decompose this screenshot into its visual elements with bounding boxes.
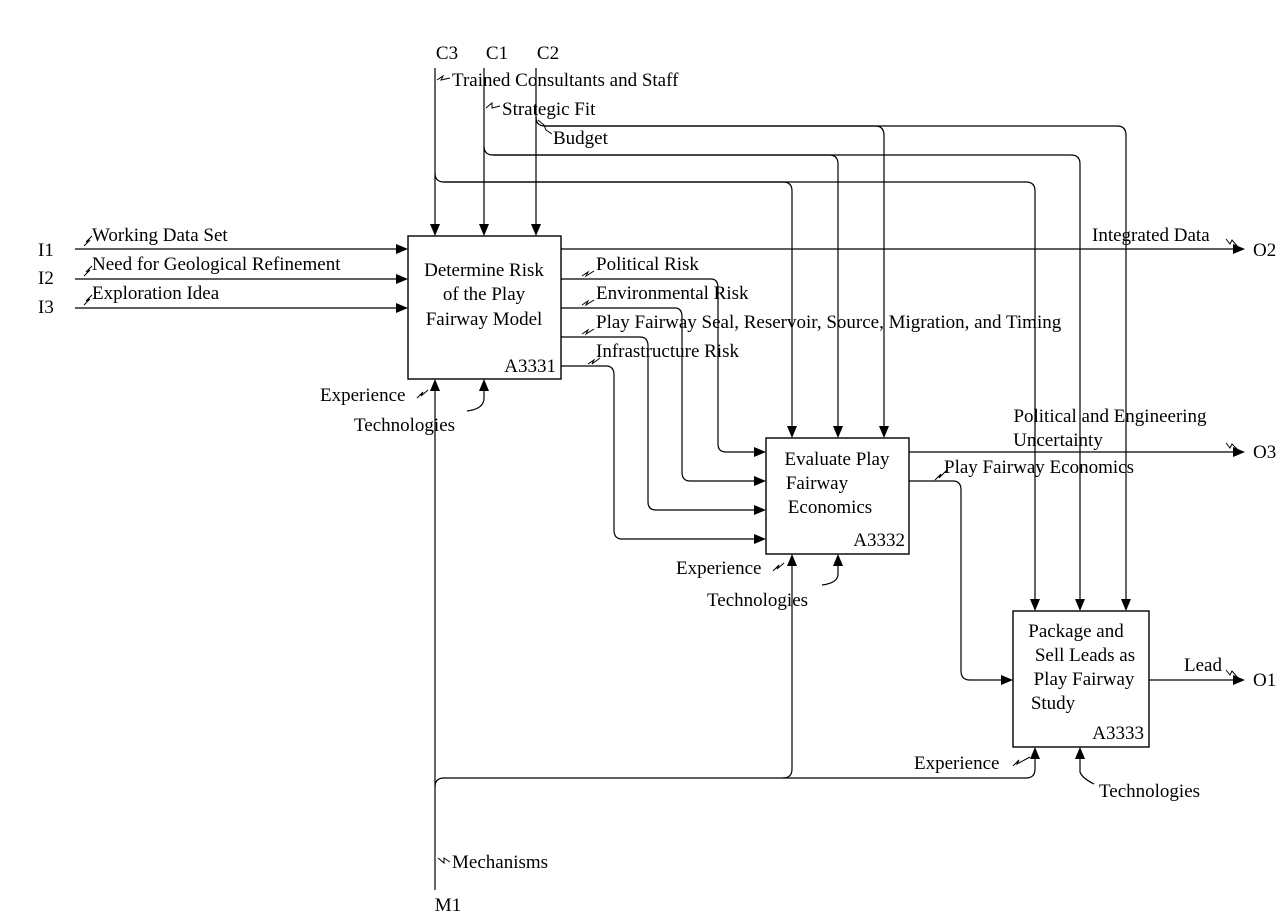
label-experience-a3333: Experience xyxy=(914,753,999,774)
box-a3331-title-line-2: of the Play xyxy=(443,284,526,305)
output-arrow-lead[interactable]: Lead O1 xyxy=(1149,655,1276,691)
boundary-code-i1: I1 xyxy=(38,240,54,261)
input-arrow-working-data-set[interactable]: I1 Working Data Set xyxy=(38,225,408,261)
output-arrow-political-and-engineering-uncertainty[interactable]: Political and Engineering Uncertainty O3 xyxy=(909,406,1276,463)
arrow-political-risk[interactable]: Political Risk xyxy=(561,254,766,457)
box-a3333-title-line-4: Study xyxy=(1031,693,1076,714)
mechanism-arrow-experience[interactable]: Experience Experience Experience xyxy=(320,385,1031,774)
box-a3332-number: A3332 xyxy=(853,530,905,551)
output-arrow-integrated-data[interactable]: Integrated Data O2 xyxy=(561,225,1276,261)
arrow-play-fairway-seal-reservoir-source-migration-timing[interactable]: Play Fairway Seal, Reservoir, Source, Mi… xyxy=(561,312,1062,515)
boundary-code-c1: C1 xyxy=(486,43,508,64)
boundary-code-i3: I3 xyxy=(38,297,54,318)
boundary-code-o1: O1 xyxy=(1253,670,1276,691)
label-technologies-a3333: Technologies xyxy=(1099,781,1200,802)
boundary-code-o3: O3 xyxy=(1253,442,1276,463)
box-a3332-title-line-2: Fairway xyxy=(786,473,849,494)
label-technologies-a3331: Technologies xyxy=(354,415,455,436)
activity-box-a3333[interactable]: Package and Sell Leads as Play Fairway S… xyxy=(1012,610,1150,748)
box-a3332-title-line-1: Evaluate Play xyxy=(785,449,890,470)
label-experience-a3332: Experience xyxy=(676,558,761,579)
box-a3331-number: A3331 xyxy=(504,356,556,377)
label-need-for-geological-refinement: Need for Geological Refinement xyxy=(92,254,341,275)
box-a3331-title-line-1: Determine Risk xyxy=(424,260,544,281)
control-arrow-strategic-fit[interactable]: C1 Strategic Fit xyxy=(479,43,1085,611)
boundary-code-c3: C3 xyxy=(436,43,458,64)
label-play-fairway-economics: Play Fairway Economics xyxy=(944,457,1134,478)
label-technologies-a3332: Technologies xyxy=(707,590,808,611)
box-a3332-title-line-3: Economics xyxy=(788,497,872,518)
box-a3333-title-line-2: Sell Leads as xyxy=(1035,645,1135,666)
label-budget: Budget xyxy=(553,128,609,149)
activity-box-a3332[interactable]: Evaluate Play Fairway Economics A3332 xyxy=(765,437,910,555)
arrow-environmental-risk[interactable]: Environmental Risk xyxy=(561,283,766,486)
label-strategic-fit: Strategic Fit xyxy=(502,99,596,120)
label-play-fairway-seal-reservoir-source-migration-timing: Play Fairway Seal, Reservoir, Source, Mi… xyxy=(596,312,1062,333)
boundary-code-c2: C2 xyxy=(537,43,559,64)
label-exploration-idea: Exploration Idea xyxy=(92,283,220,304)
arrow-play-fairway-economics[interactable]: Play Fairway Economics xyxy=(909,457,1134,685)
label-experience-a3331: Experience xyxy=(320,385,405,406)
control-arrow-trained-consultants-and-staff[interactable]: C3 Trained Consultants and Staff xyxy=(430,43,1040,611)
label-mechanisms: Mechanisms xyxy=(452,852,548,873)
activity-box-a3331[interactable]: Determine Risk of the Play Fairway Model… xyxy=(407,235,562,380)
input-arrow-need-for-geological-refinement[interactable]: I2 Need for Geological Refinement xyxy=(38,254,408,289)
boundary-code-o2: O2 xyxy=(1253,240,1276,261)
label-political-and-engineering-uncertainty-line-1: Political and Engineering xyxy=(1013,406,1207,427)
label-integrated-data: Integrated Data xyxy=(1092,225,1210,246)
mechanism-arrow-mechanisms[interactable]: Mechanisms M1 xyxy=(430,379,1040,916)
box-a3333-title-line-1: Package and xyxy=(1028,621,1124,642)
label-environmental-risk: Environmental Risk xyxy=(596,283,749,304)
label-working-data-set: Working Data Set xyxy=(92,225,228,246)
arrow-infrastructure-risk[interactable]: Infrastructure Risk xyxy=(561,341,766,544)
label-infrastructure-risk: Infrastructure Risk xyxy=(596,341,739,362)
mechanism-arrow-technologies[interactable]: Technologies Technologies Technologies xyxy=(354,379,1200,802)
label-trained-consultants-and-staff: Trained Consultants and Staff xyxy=(452,70,679,91)
boundary-code-m1: M1 xyxy=(435,895,461,916)
box-a3333-number: A3333 xyxy=(1092,723,1144,744)
label-political-risk: Political Risk xyxy=(596,254,699,275)
input-arrow-exploration-idea[interactable]: I3 Exploration Idea xyxy=(38,283,408,318)
control-arrow-budget[interactable]: C2 Budget xyxy=(531,43,1131,611)
boundary-code-i2: I2 xyxy=(38,268,54,289)
box-a3331-title-line-3: Fairway Model xyxy=(426,309,543,330)
label-lead: Lead xyxy=(1184,655,1222,676)
box-a3333-title-line-3: Play Fairway xyxy=(1034,669,1135,690)
label-political-and-engineering-uncertainty-line-2: Uncertainty xyxy=(1013,430,1103,451)
